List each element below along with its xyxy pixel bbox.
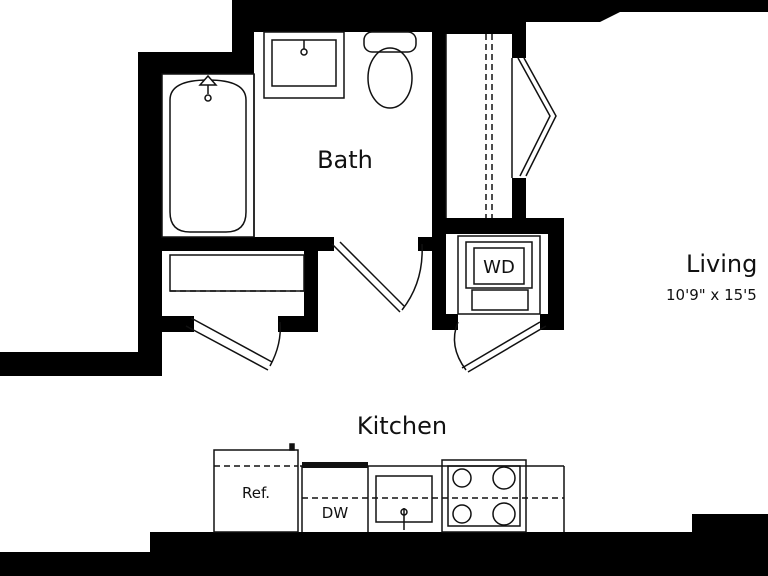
washer-dryer-label: WD xyxy=(483,257,515,278)
room-label-living-size: 10'9" x 15'5 xyxy=(666,286,757,304)
bathroom-sink xyxy=(263,31,345,99)
dishwasher-label: DW xyxy=(322,504,349,522)
refrigerator xyxy=(213,443,299,533)
wall-wd-jamb-left xyxy=(432,314,458,330)
wall-closet-column-right xyxy=(512,22,526,58)
wall-top-bath-left xyxy=(138,52,254,74)
wall-bath-closet xyxy=(162,237,334,251)
room-label-kitchen: Kitchen xyxy=(357,412,447,440)
toilet xyxy=(363,31,417,109)
washer-dryer-unit xyxy=(457,235,541,315)
wall-top-left xyxy=(232,0,445,32)
kitchen-sink xyxy=(375,475,433,530)
room-label-living: Living xyxy=(686,250,757,278)
wall-bottom xyxy=(150,514,768,576)
refrigerator-label: Ref. xyxy=(242,484,270,502)
wall-bottom-left xyxy=(0,552,160,576)
wall-top-right xyxy=(445,0,768,34)
wall-bath-door-stub-right xyxy=(418,237,432,251)
cooktop xyxy=(441,459,527,533)
bath-door xyxy=(331,241,423,313)
wall-closet-right xyxy=(304,251,318,331)
bifold-door xyxy=(517,57,557,177)
dishwasher xyxy=(301,462,369,532)
wall-bath-left xyxy=(138,52,162,376)
bathtub xyxy=(161,73,255,238)
room-label-bath: Bath xyxy=(317,146,373,174)
wall-bath-right xyxy=(432,20,446,330)
wall-closet-column-right-lower xyxy=(512,178,526,220)
wall-closet-jamb-right xyxy=(278,316,318,332)
wd-closet-door xyxy=(453,321,547,373)
wall-bath-door-stub xyxy=(326,237,334,251)
wall-closet-jamb-left xyxy=(162,316,194,332)
linen-closet-shelf xyxy=(169,254,305,292)
closet-column xyxy=(445,34,513,218)
closet-door xyxy=(185,317,282,371)
wall-wd-top xyxy=(432,218,564,234)
wall-left-exterior xyxy=(0,352,162,376)
wall-wd-right xyxy=(548,218,564,330)
